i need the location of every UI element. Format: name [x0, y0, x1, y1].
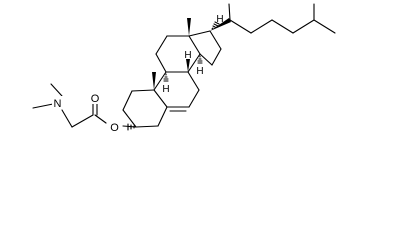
carbonyl-oxygen-label-bg [89, 92, 101, 104]
ring-b [153, 71, 200, 112]
h17-hash-bond [211, 21, 220, 30]
c23-c24-bond [271, 19, 294, 34]
h14-label: H [196, 66, 203, 77]
c3-o-hash-bond [127, 123, 135, 131]
h9-label: H [162, 84, 169, 95]
c20-methyl-bond [228, 3, 231, 21]
ring-d-bond-c13-c17 [188, 30, 211, 37]
ring-d [188, 30, 222, 66]
n-methyl-upper-bond [50, 83, 63, 97]
ring-a-bond-c4-c3 [135, 125, 159, 128]
ring-b-bond-c9-c10 [153, 71, 167, 91]
side-chain [210, 3, 336, 34]
dimethylaminoacetyl-group [32, 83, 137, 128]
ring-c-bond-c9-c11 [155, 53, 167, 73]
h14-hash-bond [197, 55, 203, 64]
ring-d-bond-c16-c15 [211, 48, 222, 66]
carbonyl-ester-o-bond [94, 114, 107, 124]
c20-c22-bond [229, 19, 252, 34]
ring-d-bond-c15-c14 [199, 53, 213, 66]
ring-a [122, 89, 168, 128]
c24-c25-bond [292, 19, 315, 34]
ring-c-bond-c11-c12 [155, 35, 168, 55]
ring-c [155, 35, 201, 73]
c10-methyl-wedge [152, 72, 156, 90]
c25-c26-bond [313, 19, 336, 34]
ring-c-bond-c13-c14 [188, 35, 201, 55]
ring-b-bond-c6-c7 [188, 89, 200, 108]
h8-label: H [184, 50, 191, 61]
ester-oxygen-label: O [110, 122, 119, 134]
ring-c-bond-c14-c8 [187, 53, 201, 73]
h8-wedge [186, 59, 190, 72]
ch2-carbonyl-bond [71, 114, 94, 128]
h17-label: H [216, 14, 223, 25]
n-ch2-bond [61, 109, 73, 128]
ring-a-bond-c2-c1 [122, 90, 133, 111]
molecule-drawing: N O O H H H H [32, 3, 336, 134]
c13-methyl-wedge [187, 18, 191, 36]
c22-c23-bond [250, 19, 273, 34]
ring-b-bond-c7-c8 [187, 71, 200, 91]
ring-a-bond-c10-c5 [153, 89, 168, 108]
h9-hash-bond [163, 73, 169, 82]
stereo-hash-bonds [127, 21, 220, 131]
ring-a-bond-c3-c2 [122, 109, 137, 128]
nitrogen-label-bg [52, 96, 63, 109]
ester-oxygen-label-bg [108, 120, 121, 133]
ring-a-bond-c1-c10 [131, 89, 155, 92]
ring-a-bond-c5-c4 [157, 106, 168, 127]
c17-c20-wedge [210, 18, 231, 31]
ring-d-bond-c17-c16 [209, 30, 222, 50]
nitrogen-label: N [54, 98, 62, 110]
n-methyl-left-bond [32, 103, 54, 109]
structure-canvas: N O O H H H H [32, 3, 336, 134]
carbonyl-oxygen-label: O [91, 93, 100, 105]
